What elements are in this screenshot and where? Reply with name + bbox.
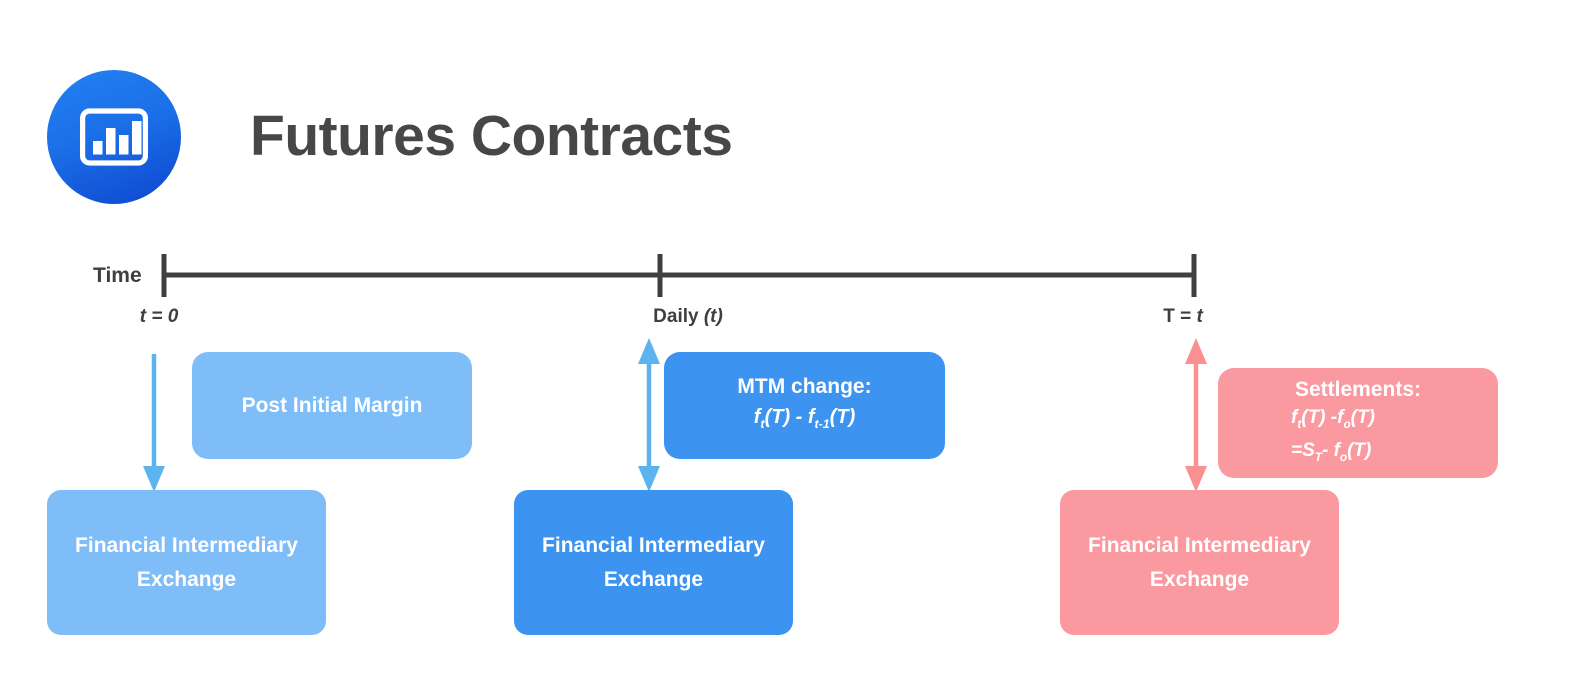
bottom-box-stage-3[interactable]: Financial Intermediary Exchange xyxy=(1060,490,1339,635)
page-title: Futures Contracts xyxy=(250,104,733,168)
header: Futures Contracts xyxy=(0,0,1590,230)
card-post-initial-margin[interactable]: Post Initial Margin xyxy=(192,352,472,459)
card-formula-line-2: =ST- fo(T) xyxy=(1291,440,1372,464)
card-title: Post Initial Margin xyxy=(241,393,423,417)
logo-badge xyxy=(47,70,181,204)
card-formula: ft(T) - ft-1(T) xyxy=(753,406,856,431)
card-formula-line-1: ft(T) -fo(T) xyxy=(1291,407,1375,431)
bottom-box-line-1: Financial Intermediary xyxy=(75,533,298,557)
bottom-box-line-1: Financial Intermediary xyxy=(542,533,765,557)
card-title: Settlements: xyxy=(1294,378,1422,402)
tick-label-daily: Daily (t) xyxy=(653,306,723,327)
bottom-box-line-1: Financial Intermediary xyxy=(1088,533,1311,557)
card-title: MTM change: xyxy=(737,375,872,398)
bottom-box-line-2: Exchange xyxy=(1149,567,1250,591)
tick-label-t0: t = 0 xyxy=(139,306,179,327)
bottom-box-line-2: Exchange xyxy=(136,567,237,591)
bottom-box-line-2: Exchange xyxy=(603,567,704,591)
card-settlements[interactable]: Settlements: ft(T) -fo(T) =ST- fo(T) xyxy=(1218,368,1498,478)
timeline-axis-label: Time xyxy=(93,264,142,287)
card-mtm-change[interactable]: MTM change: ft(T) - ft-1(T) xyxy=(664,352,945,459)
bottom-box-stage-1[interactable]: Financial Intermediary Exchange xyxy=(47,490,326,635)
tick-label-maturity: T = t xyxy=(1163,306,1203,327)
bottom-box-stage-2[interactable]: Financial Intermediary Exchange xyxy=(514,490,793,635)
